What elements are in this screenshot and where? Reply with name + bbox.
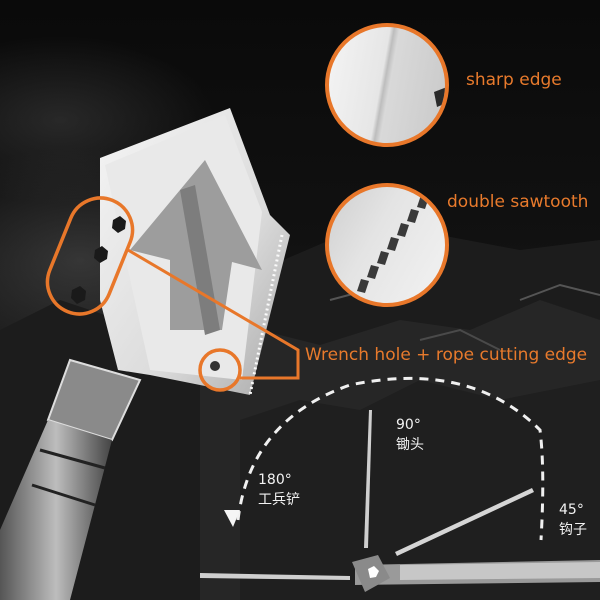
angle-180-label: 180° 工兵铲 <box>258 470 300 510</box>
angle-90-label: 90° 锄头 <box>396 415 424 455</box>
angle-90-degrees: 90° <box>396 417 421 433</box>
double-sawtooth-detail-circle <box>325 183 449 307</box>
sharp-edge-detail-circle <box>325 23 449 147</box>
sharp-edge-label: sharp edge <box>466 70 562 90</box>
angle-45-degrees: 45° <box>559 502 584 518</box>
wrench-hole-label: Wrench hole + rope cutting edge <box>305 345 588 365</box>
direction-arrow-icon <box>224 510 240 527</box>
double-sawtooth-label: double sawtooth <box>447 192 589 212</box>
angle-90-mode: 锄头 <box>396 437 424 453</box>
angle-180-mode: 工兵铲 <box>258 492 300 508</box>
angle-45-mode: 钩子 <box>559 522 587 538</box>
angle-180-degrees: 180° <box>258 472 292 488</box>
angle-45-label: 45° 钩子 <box>559 500 587 540</box>
